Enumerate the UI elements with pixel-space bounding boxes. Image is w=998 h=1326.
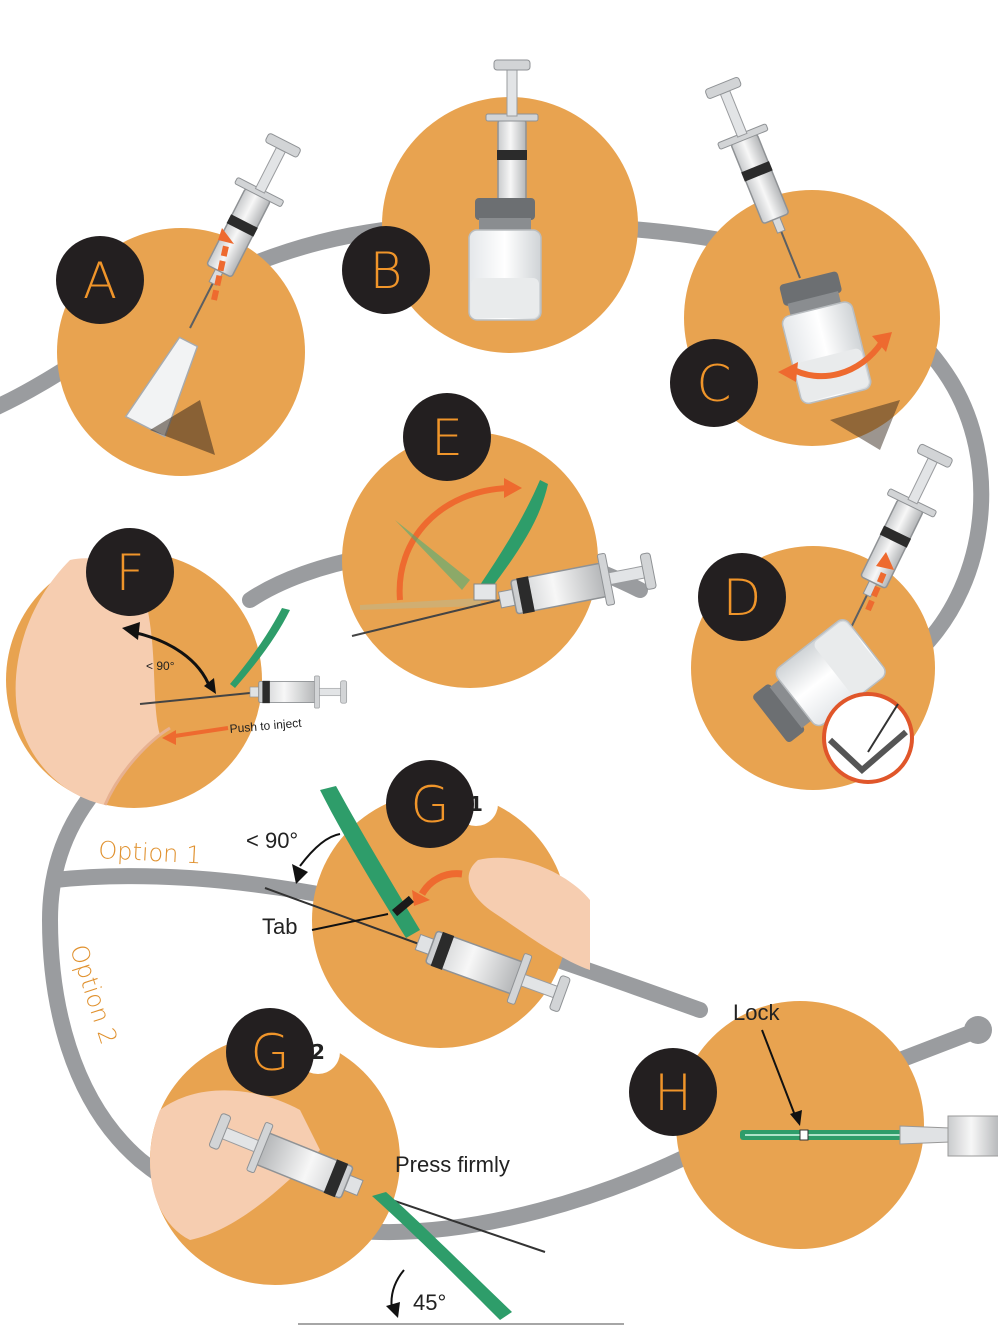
badge-h-label: H	[654, 1064, 692, 1122]
badge-g2-label: G	[251, 1024, 290, 1082]
badge-e: E	[403, 393, 491, 481]
syringe-icon	[948, 1116, 998, 1156]
vial-icon	[469, 198, 541, 320]
syringe-icon	[250, 676, 347, 708]
badge-f: F	[86, 528, 174, 616]
g2-angle-label: 45°	[413, 1290, 446, 1315]
h-lock-label: Lock	[733, 1000, 780, 1025]
magnifier-inset	[824, 694, 912, 782]
g1-angle-label: < 90°	[246, 828, 298, 853]
option1-label: Option 1	[98, 836, 202, 869]
track-end-node	[964, 1016, 992, 1044]
badge-c-label: C	[697, 355, 732, 413]
badge-g1-number: 1	[469, 792, 483, 816]
badge-g1-label: G	[411, 776, 450, 834]
badge-a: A	[56, 236, 144, 324]
badge-d: D	[698, 553, 786, 641]
badge-e-label: E	[431, 409, 463, 467]
badge-a-label: A	[83, 252, 117, 310]
badge-g2-number: 2	[311, 1040, 325, 1064]
option2-label: Option 2	[64, 941, 122, 1048]
g2-press-label: Press firmly	[395, 1152, 510, 1177]
badge-b-label: B	[370, 242, 403, 300]
badge-f-label: F	[116, 544, 145, 602]
badge-d-label: D	[723, 569, 762, 627]
f-angle-label: < 90°	[146, 659, 175, 673]
badge-c: C	[670, 339, 758, 427]
lock-marker	[800, 1130, 808, 1140]
badge-b: B	[342, 226, 430, 314]
badge-h: H	[629, 1048, 717, 1136]
g1-tab-label: Tab	[262, 914, 297, 939]
